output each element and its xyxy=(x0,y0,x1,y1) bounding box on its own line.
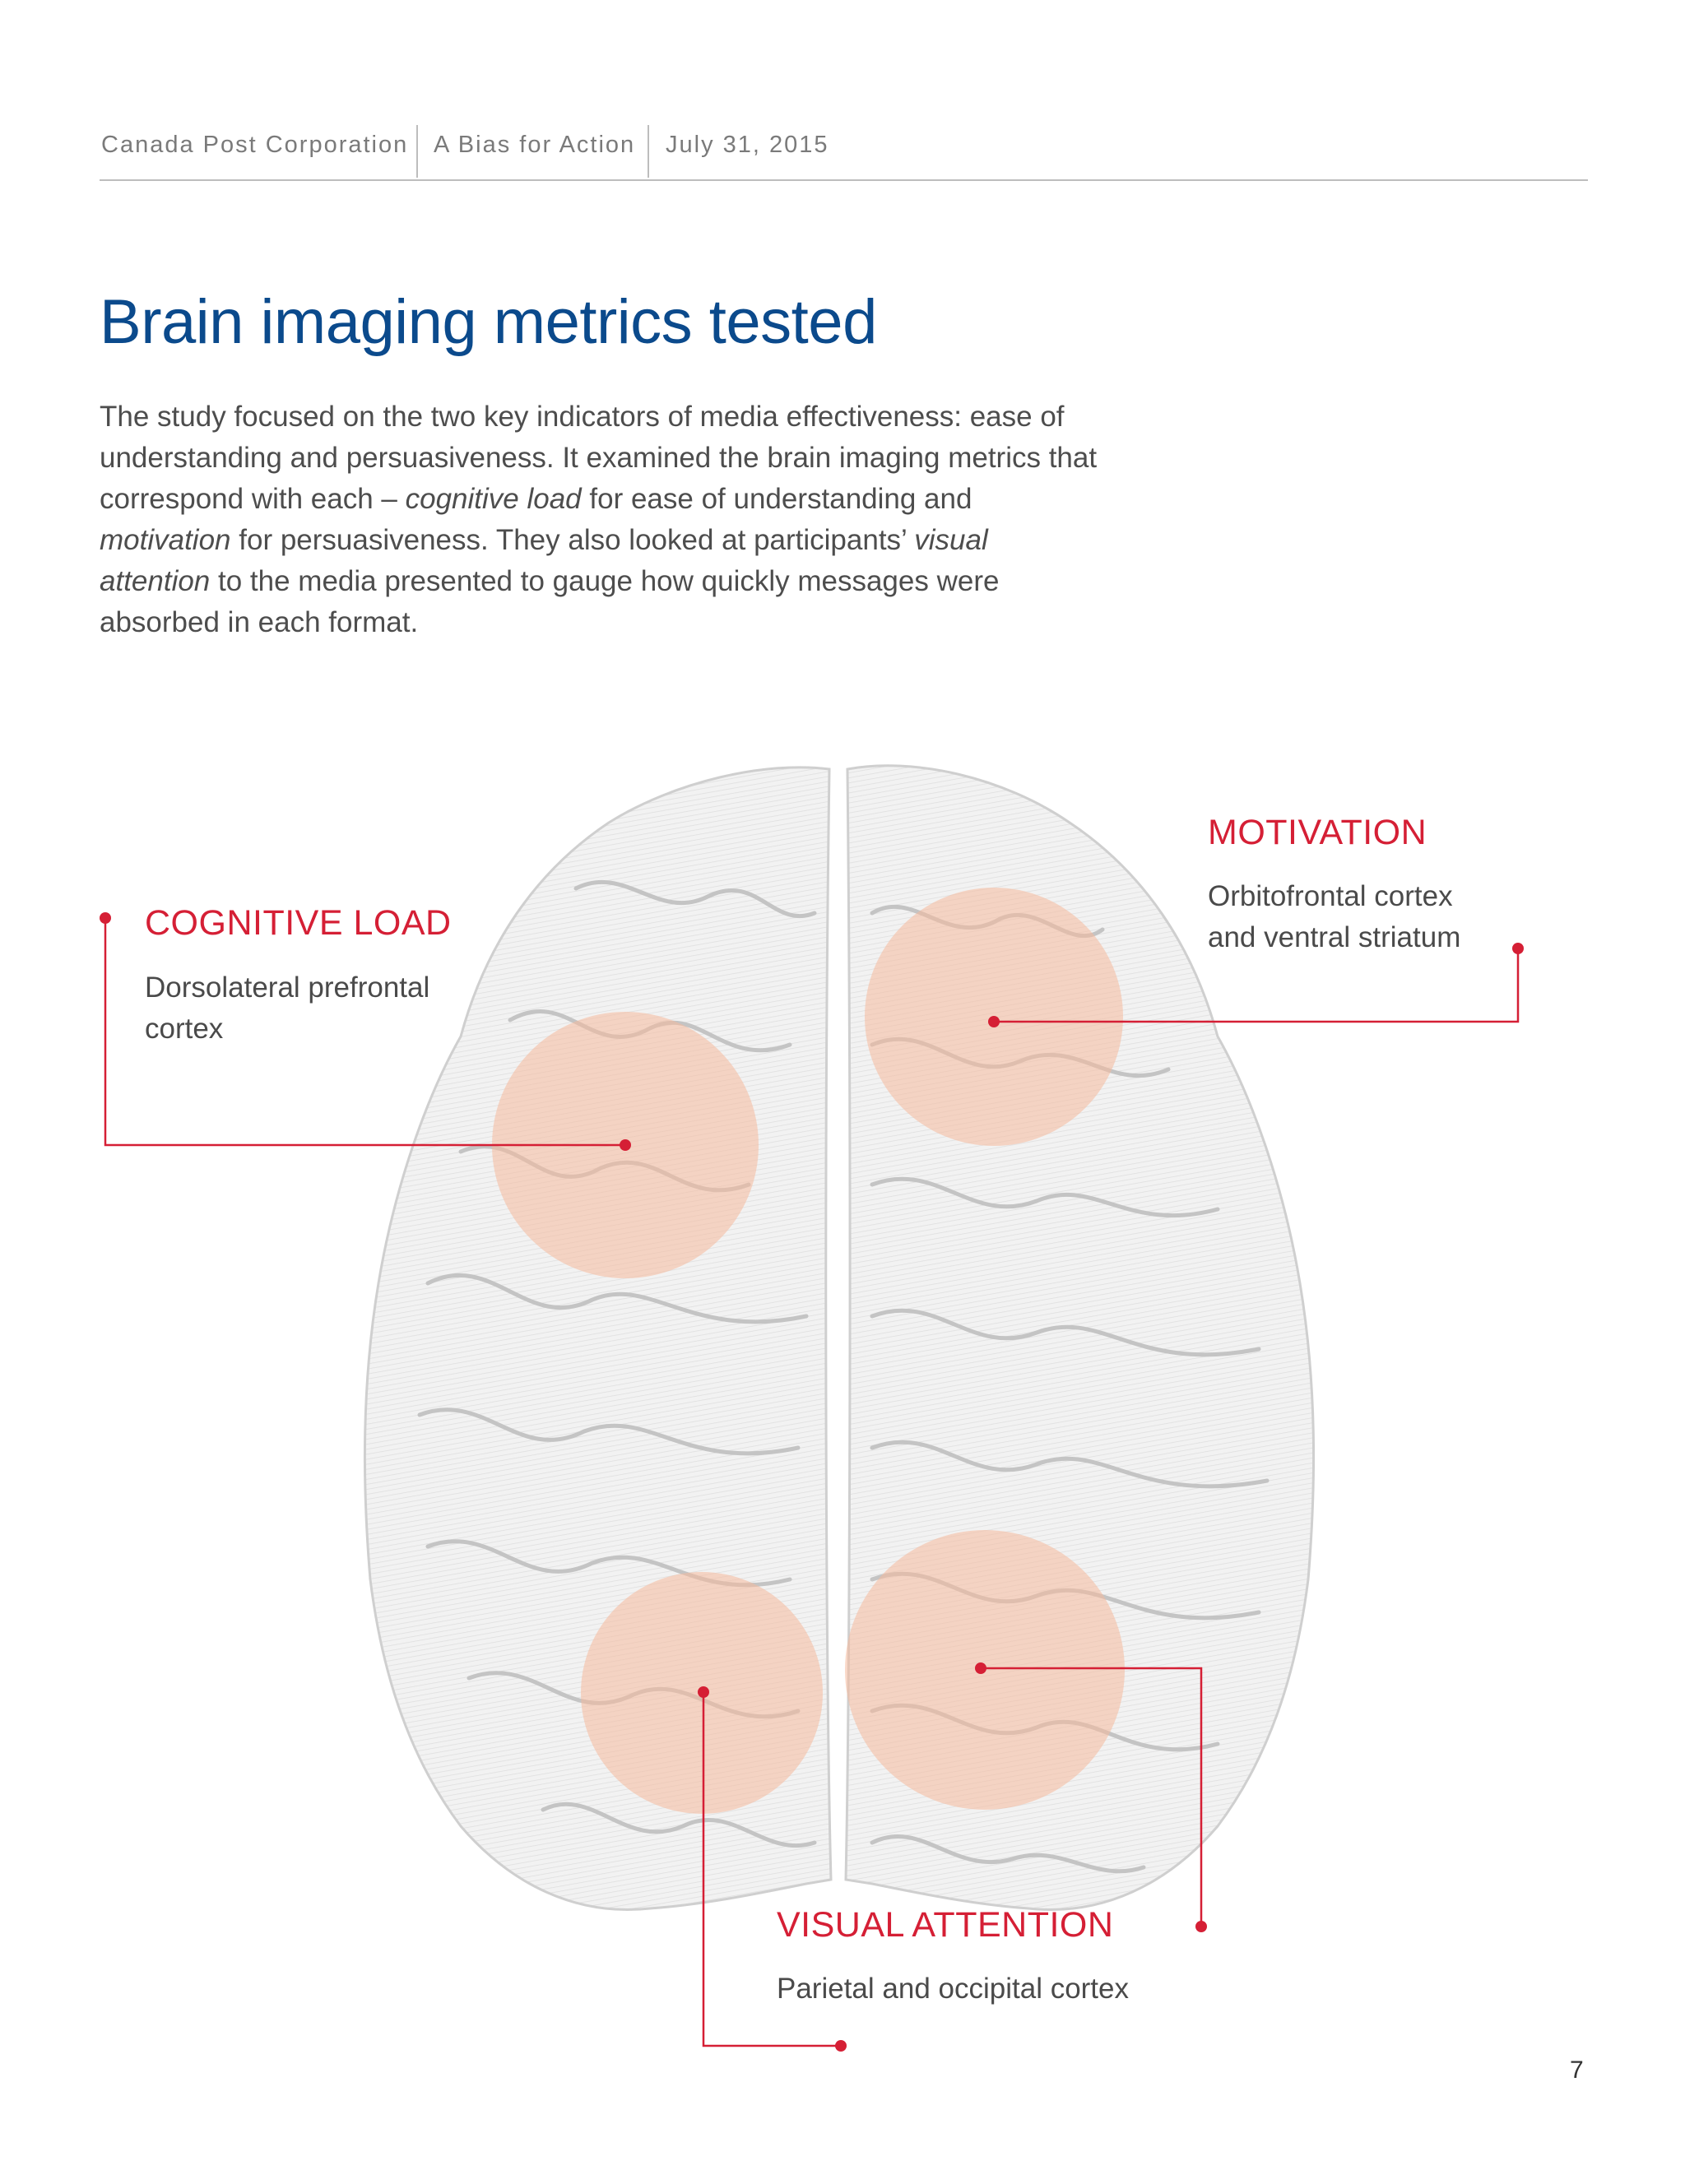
intro-text: for ease of understanding and xyxy=(581,483,972,515)
callout-motivation-title: MOTIVATION xyxy=(1208,813,1427,852)
callout-motivation-desc: Orbitofrontal cortex and ventral striatu… xyxy=(1208,876,1460,958)
header-date: July 31, 2015 xyxy=(666,132,829,158)
callout-motivation-desc-line: Orbitofrontal cortex xyxy=(1208,880,1453,912)
callout-visual-desc: Parietal and occipital cortex xyxy=(777,1973,1129,2005)
header-divider xyxy=(416,125,418,178)
intro-emphasis: cognitive load xyxy=(405,483,582,515)
connector-visual-left xyxy=(702,1692,841,2047)
page-header: Canada Post Corporation A Bias for Actio… xyxy=(100,122,1588,181)
callout-cognitive-desc: Dorsolateral prefrontal cortex xyxy=(145,967,429,1050)
intro-text: The study focused on the two key indicat… xyxy=(100,401,1098,515)
intro-text: to the media presented to gauge how quic… xyxy=(100,565,1000,638)
callout-cognitive-desc-line: cortex xyxy=(145,1013,224,1045)
callout-cognitive-desc-line: Dorsolateral prefrontal xyxy=(145,971,430,1004)
header-report-title: A Bias for Action xyxy=(434,132,636,158)
connector-cognitive xyxy=(104,918,625,1147)
page-number: 7 xyxy=(1570,2056,1584,2084)
header-org: Canada Post Corporation xyxy=(101,132,409,158)
callout-cognitive-title: COGNITIVE LOAD xyxy=(145,903,452,943)
intro-text: for persuasiveness. They also looked at … xyxy=(230,524,915,556)
header-divider xyxy=(648,125,649,178)
connector-visual-right xyxy=(981,1667,1203,1927)
callout-visual-title: VISUAL ATTENTION xyxy=(777,1905,1114,1945)
callout-motivation-desc-line: and ventral striatum xyxy=(1208,921,1461,953)
intro-emphasis: motivation xyxy=(100,524,231,556)
intro-emphasis: visual attention xyxy=(100,524,988,597)
intro-paragraph: The study focused on the two key indicat… xyxy=(100,396,1103,643)
page-title: Brain imaging metrics tested xyxy=(100,287,877,357)
connector-dots xyxy=(100,912,1524,2052)
connector-lines xyxy=(104,918,1520,2047)
connector-motivation xyxy=(994,948,1520,1023)
